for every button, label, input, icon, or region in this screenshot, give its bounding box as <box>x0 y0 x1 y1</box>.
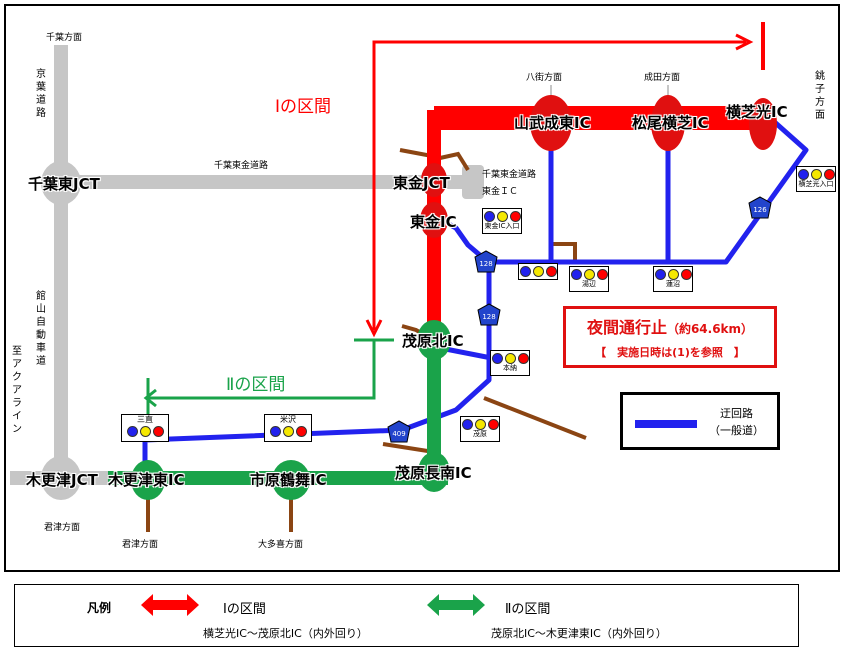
detour-label: 迂回路 <box>720 407 753 420</box>
togane-jct-marker <box>421 163 447 197</box>
signal-yonezawa: 米沢 <box>264 414 312 442</box>
keiyo-road-label: 京葉道路 <box>36 69 46 119</box>
signal-honno: 本納 <box>490 350 530 376</box>
section2-label: Ⅱの区間 <box>226 375 286 395</box>
yokoshiba-hikari-ic-label: 横芝光IC <box>726 103 788 121</box>
direction-yachimata-label: 八街方面 <box>526 73 563 83</box>
kisarazu-higashi-ic-marker <box>131 460 165 500</box>
chibahigashi-jct-marker <box>41 161 81 205</box>
section1-legend-arrow <box>141 594 199 616</box>
kisarazu-higashi-ic-label: 木更津東IC <box>108 471 185 489</box>
detour-sub-label: （一般道） <box>709 424 764 437</box>
expressway-network <box>10 45 478 485</box>
section2-extent-arrow <box>143 338 394 418</box>
legend-section2-name: Ⅱの区間 <box>505 602 551 617</box>
togane-ic-sub-label: 東金ＩＣ <box>482 187 519 197</box>
map-frame <box>4 4 840 572</box>
ichihara-tsurumai-ic-marker <box>272 460 310 500</box>
direction-kimitsu-label: 君津方面 <box>122 540 159 550</box>
closure-note: 【 実施日時は(1)を参照 】 <box>595 346 745 359</box>
svg-text:128: 128 <box>482 313 495 321</box>
signal-intersection <box>518 263 558 280</box>
togane-ic-label: 東金IC <box>410 213 457 231</box>
kisarazu-jct-label: 木更津JCT <box>26 471 98 489</box>
signal-hasunuma: 蓮沼 <box>653 266 693 292</box>
section1-extent-arrow <box>365 33 754 338</box>
section2-route <box>108 340 448 485</box>
signal-yokoshiba-entrance: 横芝光入口 <box>796 166 836 192</box>
togane-road-ic-label: 千葉東金道路 <box>482 170 537 180</box>
direction-otaki-label: 大多喜方面 <box>258 540 304 550</box>
legend-section2-desc: 茂原北IC～木更津東IC（内外回り） <box>491 627 667 640</box>
svg-text:126: 126 <box>753 206 767 214</box>
direction-kimitsu-bottom-label: 君津方面 <box>44 523 81 533</box>
chibahigashi-jct-label: 千葉東JCT <box>28 175 100 193</box>
sanmu-naruto-ic-marker <box>530 95 572 151</box>
signal-togane-entrance: 東金IC入口 <box>482 208 522 234</box>
mobara-kita-ic-marker <box>417 320 451 360</box>
mobara-nagara-ic-label: 茂原長南IC <box>395 464 472 482</box>
togane-jct-label: 東金JCT <box>393 174 450 192</box>
detour-legend-box: 迂回路 （一般道） <box>620 392 780 450</box>
tateyama-road-label: 館山自動車道 <box>36 291 46 367</box>
togane-ic-gray-marker <box>462 165 484 199</box>
section1-label: Ⅰの区間 <box>275 97 332 117</box>
route-409-shield: 409 <box>387 420 411 443</box>
ichihara-tsurumai-ic-label: 市原鶴舞IC <box>250 471 327 489</box>
signal-sansei: 三直 <box>121 414 169 442</box>
section2-legend-arrow <box>427 594 485 616</box>
sanmu-naruto-ic-label: 山武成東IC <box>514 114 591 132</box>
direction-narita-label: 成田方面 <box>644 73 681 83</box>
route-126-shield: 126 <box>748 196 772 219</box>
closure-distance: （約64.6km） <box>666 322 754 336</box>
mobara-nagara-ic-marker <box>418 452 450 492</box>
legend-section1-desc: 横芝光IC～茂原北IC（内外回り） <box>203 627 368 640</box>
kisarazu-jct-marker <box>41 456 81 500</box>
legend-section1-name: Ⅰの区間 <box>223 602 266 617</box>
legend-title: 凡例 <box>87 601 112 615</box>
closure-title: 夜間通行止 <box>586 318 667 337</box>
direction-aqualine-label: 至 アクアライン <box>12 346 22 435</box>
svg-text:128: 128 <box>479 260 492 268</box>
direction-choshi-label: 銚子方面 <box>815 71 825 121</box>
route-128-shield: 128 <box>477 303 501 326</box>
night-closure-box: 夜間通行止（約64.6km） 【 実施日時は(1)を参照 】 <box>563 306 777 368</box>
signal-sanbu: 湯辺 <box>569 266 609 292</box>
matsuo-yokoshiba-ic-marker <box>651 95 685 151</box>
togane-ic-marker <box>420 202 448 238</box>
map-legend: 凡例 Ⅰの区間 横芝光IC～茂原北IC（内外回り） Ⅱの区間 茂原北IC～木更津… <box>14 584 799 647</box>
yokoshiba-hikari-ic-marker <box>749 98 777 150</box>
detour-line-swatch <box>635 420 697 428</box>
svg-text:409: 409 <box>392 430 405 438</box>
mobara-kita-ic-label: 茂原北IC <box>402 332 464 350</box>
route-128-shield: 128 <box>474 250 498 273</box>
matsuo-yokoshiba-ic-label: 松尾横芝IC <box>632 114 709 132</box>
direction-chiba-label: 千葉方面 <box>46 33 83 43</box>
signal-mobara: 茂原 <box>460 416 500 442</box>
chiba-togane-road-label: 千葉東金道路 <box>214 161 269 171</box>
